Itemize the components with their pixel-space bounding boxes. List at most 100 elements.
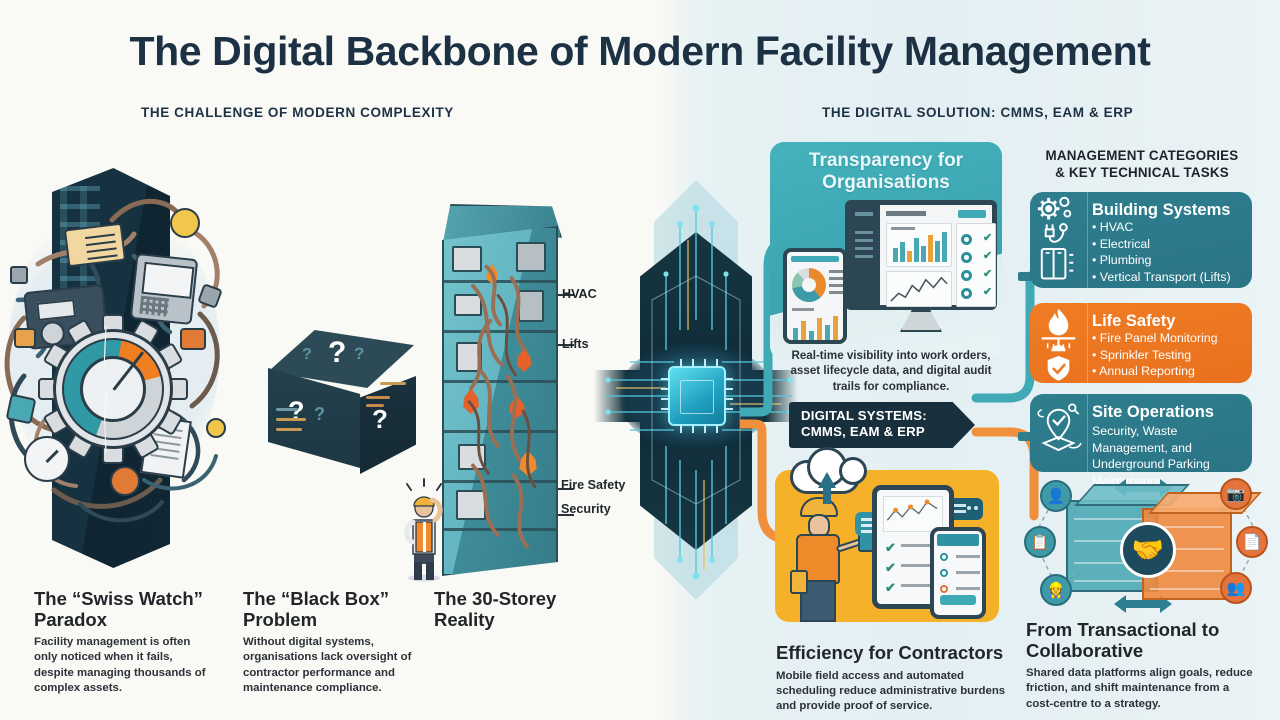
digital-systems-banner bbox=[789, 402, 975, 448]
asset-tag-icon bbox=[5, 393, 37, 425]
cpu-chip-icon bbox=[661, 359, 733, 433]
donut-chart-icon bbox=[792, 268, 826, 302]
caption-heading: The 30-Storey Reality bbox=[434, 588, 557, 630]
list-item: • Plumbing bbox=[1092, 253, 1152, 268]
site-operations-heading: Site Operations bbox=[1092, 403, 1214, 421]
list-item: • HVAC bbox=[1092, 220, 1134, 235]
switch-icon bbox=[180, 328, 206, 350]
tower-cutaway-illustration bbox=[404, 196, 588, 596]
plug-icon bbox=[1044, 223, 1068, 243]
question-mark-icon: ? bbox=[288, 396, 305, 426]
box-detail-line bbox=[276, 418, 306, 421]
tool-belt-pouch bbox=[790, 570, 808, 594]
tower-label-hvac: HVAC bbox=[562, 287, 597, 301]
fire-hazard-icon bbox=[516, 348, 532, 372]
transparency-heading: Transparency for Organisations bbox=[808, 150, 964, 193]
list-item: • Vertical Transport (Lifts) bbox=[1092, 269, 1231, 284]
caption-heading: Efficiency for Contractors bbox=[776, 642, 1004, 663]
tangled-cables-svg bbox=[467, 264, 537, 549]
flame-icon bbox=[1048, 308, 1069, 336]
caption-body: Mobile field access and automated schedu… bbox=[776, 669, 1006, 712]
box-detail-line bbox=[366, 396, 390, 399]
bolt-icon bbox=[10, 266, 28, 284]
caption-heading: From Transactional to Collaborative bbox=[1026, 619, 1220, 661]
team-icon: 👥 bbox=[1220, 572, 1252, 604]
user-icon: 👤 bbox=[1040, 480, 1072, 512]
card-connector-stub bbox=[1018, 272, 1034, 281]
caption-body: Without digital systems, organisations l… bbox=[243, 636, 412, 694]
leader-line-fire-safety bbox=[558, 488, 574, 490]
tablet-mockup bbox=[783, 248, 847, 344]
circuit-traces-svg bbox=[605, 204, 793, 580]
building-systems-body: Building Systems • HVAC • Electrical • P… bbox=[1092, 201, 1244, 286]
work-order-note-icon bbox=[63, 222, 127, 268]
tower-body bbox=[442, 226, 558, 576]
sprinkler-icon bbox=[1041, 337, 1076, 352]
upload-arrow-stem bbox=[823, 486, 831, 504]
box-detail-line bbox=[276, 408, 298, 411]
map-pin-icon bbox=[1037, 403, 1082, 452]
question-mark-icon: ? bbox=[354, 344, 365, 363]
caption-heading: The “Black Box” Problem bbox=[243, 588, 389, 630]
equipment-icon bbox=[454, 294, 482, 316]
clock-gauge-icon bbox=[24, 436, 70, 482]
tower-label-fire-safety: Fire Safety bbox=[561, 478, 626, 492]
bulb-icon bbox=[170, 208, 200, 238]
box-detail-line bbox=[276, 428, 302, 431]
category-card-building-systems[interactable]: Building Systems • HVAC • Electrical • P… bbox=[1030, 192, 1252, 288]
transparency-body: Real-time visibility into work orders, a… bbox=[790, 349, 992, 393]
gear-clock-icon bbox=[38, 314, 188, 464]
question-mark-icon: ? bbox=[372, 404, 388, 434]
worker-icon: 👷 bbox=[1040, 574, 1072, 606]
meter-device-icon bbox=[129, 252, 199, 326]
category-card-life-safety[interactable]: Life Safety • Fire Panel Monitoring • Sp… bbox=[1030, 303, 1252, 383]
box-right-face bbox=[360, 376, 416, 474]
caption-body: Shared data platforms align goals, reduc… bbox=[1026, 667, 1253, 710]
right-section-subheading: THE DIGITAL SOLUTION: CMMS, EAM & ERP bbox=[822, 105, 1134, 120]
caption-heading: The “Swiss Watch” Paradox bbox=[34, 588, 203, 630]
gears-icon bbox=[1037, 196, 1072, 220]
building-systems-heading: Building Systems bbox=[1092, 201, 1231, 219]
mobile-phone-mockup bbox=[930, 527, 986, 619]
list-item: • Electrical bbox=[1092, 236, 1151, 251]
building-systems-icon-column bbox=[1030, 192, 1088, 288]
clipboard-icon: 📋 bbox=[1024, 526, 1056, 558]
question-mark-icon: ? bbox=[314, 404, 325, 424]
tower-label-security: Security bbox=[561, 502, 611, 516]
life-safety-body: Life Safety • Fire Panel Monitoring • Sp… bbox=[1092, 312, 1244, 380]
list-item: • Annual Reporting bbox=[1092, 364, 1195, 379]
electrical-panel-icon bbox=[516, 242, 546, 272]
caption-collaborative: From Transactional to Collaborative Shar… bbox=[1026, 619, 1258, 712]
list-item: • Fire Panel Monitoring bbox=[1092, 331, 1218, 346]
swiss-watch-illustration bbox=[0, 168, 244, 588]
handshake-icon bbox=[1120, 522, 1176, 578]
question-mark-icon: ? bbox=[328, 336, 347, 369]
page-title: The Digital Backbone of Modern Facility … bbox=[129, 28, 1151, 74]
banner-line-2: CMMS, EAM & ERP bbox=[801, 424, 925, 440]
life-safety-heading: Life Safety bbox=[1092, 312, 1176, 330]
box-detail-line bbox=[366, 404, 384, 407]
sensor-dot-icon bbox=[206, 418, 226, 438]
management-title-line-2: & KEY TECHNICAL TASKS bbox=[1055, 164, 1229, 180]
leader-line-lifts bbox=[558, 344, 574, 346]
black-box-illustration: ? ? ? ? ? ? bbox=[262, 330, 422, 500]
caption-efficiency: Efficiency for Contractors Mobile field … bbox=[776, 642, 1016, 714]
cctv-icon: 📷 bbox=[1220, 478, 1252, 510]
leader-line-security bbox=[558, 514, 574, 516]
digital-systems-banner-text: DIGITAL SYSTEMS: CMMS, EAM & ERP bbox=[801, 408, 961, 440]
list-item: • Sprinkler Testing bbox=[1092, 347, 1192, 362]
small-gear-icon bbox=[110, 466, 140, 496]
leader-line-hvac bbox=[558, 294, 574, 296]
management-categories-title: MANAGEMENT CATEGORIES & KEY TECHNICAL TA… bbox=[1030, 148, 1254, 182]
caption-thirty-storey: The 30-Storey Reality bbox=[434, 588, 594, 630]
valve-icon bbox=[14, 328, 36, 348]
tower-label-lifts: Lifts bbox=[562, 337, 589, 351]
upload-arrow-icon bbox=[818, 472, 836, 488]
category-card-site-operations[interactable]: Site Operations Security, Waste Manageme… bbox=[1030, 394, 1252, 488]
card-connector-stub bbox=[1018, 432, 1034, 441]
caption-body: Facility management is often only notice… bbox=[34, 636, 206, 694]
caption-black-box: The “Black Box” Problem Without digital … bbox=[243, 588, 425, 696]
desktop-monitor-mockup: ✔ ✔ ✔ ✔ bbox=[845, 200, 997, 310]
shield-check-icon bbox=[1047, 356, 1070, 381]
life-safety-icon-column bbox=[1030, 303, 1088, 383]
